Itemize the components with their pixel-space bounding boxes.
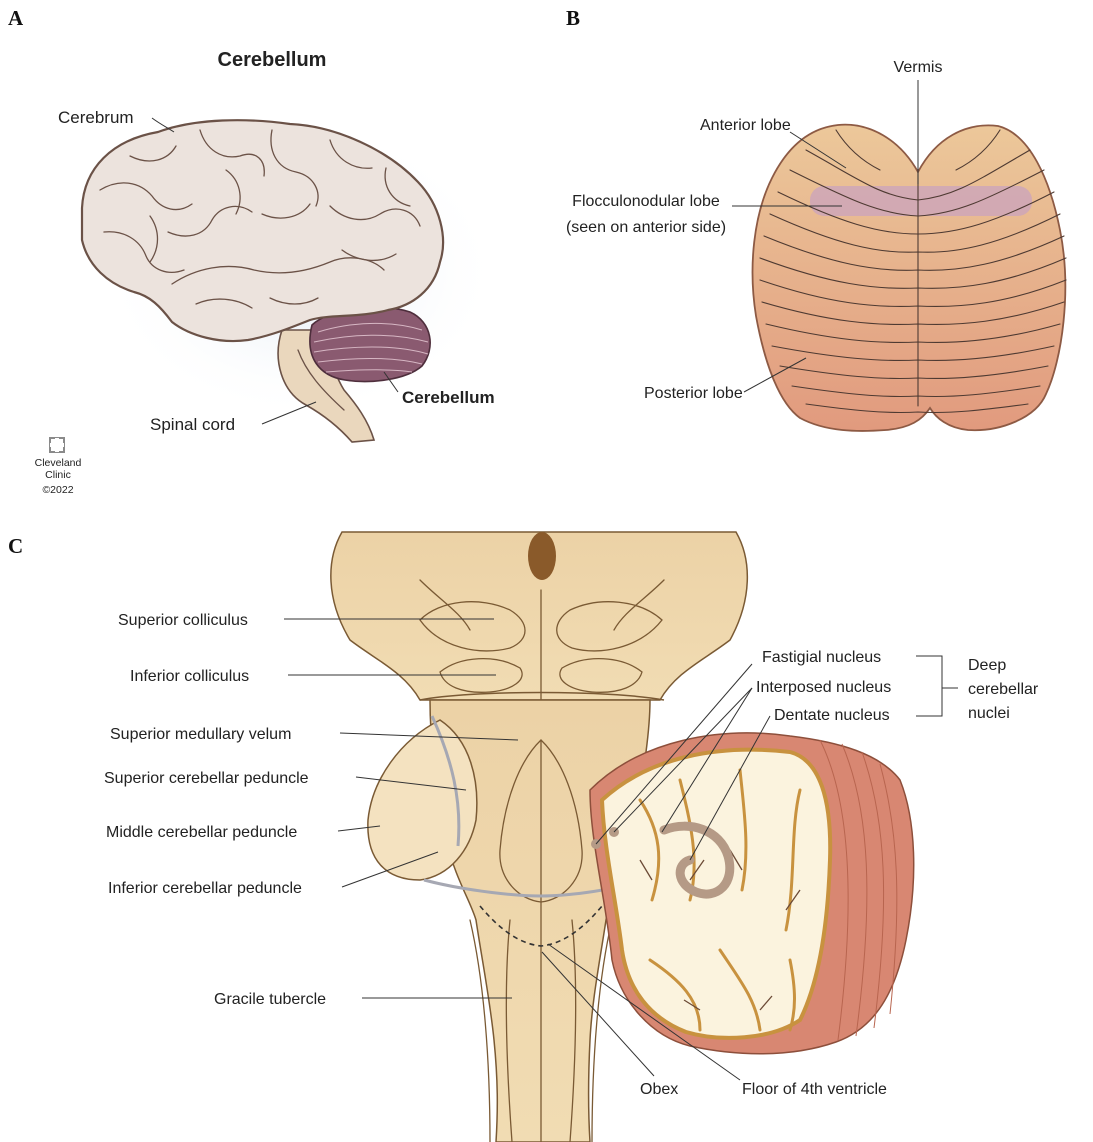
label-flocculonodular-lobe: Flocculonodular lobe xyxy=(572,193,720,210)
credit-line-2: Clinic xyxy=(45,469,71,481)
label-vermis: Vermis xyxy=(894,59,943,76)
label-spinal-cord: Spinal cord xyxy=(150,415,235,434)
label-obex: Obex xyxy=(640,1081,678,1098)
label-deep-line2: cerebellar xyxy=(968,681,1039,698)
peduncles-shape xyxy=(368,720,477,880)
label-flocculonodular-note: (seen on anterior side) xyxy=(566,219,726,236)
flocculonodular-band xyxy=(810,186,1032,216)
third-ventricle-opening xyxy=(528,532,556,580)
deep-nuclei-bracket xyxy=(916,656,958,716)
label-deep-line1: Deep xyxy=(968,657,1006,674)
panel-c: Superior colliculus Inferior colliculus … xyxy=(104,532,1039,1142)
label-cerebellum-a: Cerebellum xyxy=(402,388,495,407)
cleveland-clinic-logo xyxy=(50,438,64,452)
label-deep-line3: nuclei xyxy=(968,705,1010,722)
label-floor-4th-ventricle: Floor of 4th ventricle xyxy=(742,1081,887,1098)
label-gracile-tubercle: Gracile tubercle xyxy=(214,991,326,1008)
credit-line-3: ©2022 xyxy=(42,484,73,496)
label-interposed-nucleus: Interposed nucleus xyxy=(756,679,891,696)
label-posterior-lobe: Posterior lobe xyxy=(644,385,743,402)
panel-b: Vermis Anterior lobe Flocculonodular lob… xyxy=(566,59,1066,431)
panel-a: Cerebellum xyxy=(35,49,500,496)
label-inferior-colliculus: Inferior colliculus xyxy=(130,668,249,685)
label-middle-cerebellar-peduncle: Middle cerebellar peduncle xyxy=(106,824,297,841)
cerebellum-b-shape xyxy=(753,125,1066,431)
label-anterior-lobe: Anterior lobe xyxy=(700,117,791,134)
label-dentate-nucleus: Dentate nucleus xyxy=(774,707,890,724)
label-superior-cerebellar-peduncle: Superior cerebellar peduncle xyxy=(104,770,309,787)
credit-line-1: Cleveland xyxy=(35,457,82,469)
label-cerebrum: Cerebrum xyxy=(58,108,134,127)
label-superior-medullary-velum: Superior medullary velum xyxy=(110,726,291,743)
panel-a-title: Cerebellum xyxy=(218,49,327,71)
label-superior-colliculus: Superior colliculus xyxy=(118,612,248,629)
label-fastigial-nucleus: Fastigial nucleus xyxy=(762,649,881,666)
label-inferior-cerebellar-peduncle: Inferior cerebellar peduncle xyxy=(108,880,302,897)
